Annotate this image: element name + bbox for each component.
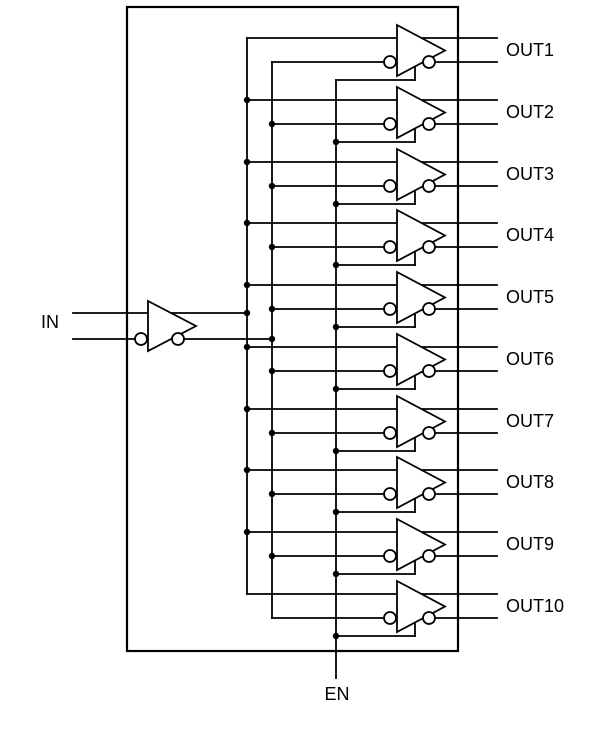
junction-dot [243,96,251,104]
output-buffer-8 [246,456,498,513]
output-label-6: OUT6 [506,349,554,369]
input-buffer [72,299,273,353]
output-buffer-2 [246,86,498,143]
output-buffer-6 [246,333,498,390]
output-label-7: OUT7 [506,411,554,431]
junction-dot [243,309,251,317]
junction-dot [332,323,340,331]
chip-boundary [125,5,460,653]
output-buffer-5 [246,271,498,328]
junction-dot [332,508,340,516]
junction-dot [332,385,340,393]
junction-dot [268,120,276,128]
pin-labels: IN EN OUT1 OUT2 OUT3 OUT4 OUT5 OUT6 OUT7… [41,40,564,704]
junction-dot [243,219,251,227]
junction-dot [268,335,276,343]
junction-dot [332,138,340,146]
output-buffer-3 [246,148,498,205]
output-label-2: OUT2 [506,102,554,122]
input-buffer-triangle [147,299,198,353]
junction-dot [332,570,340,578]
output-label-9: OUT9 [506,534,554,554]
junction-dot [332,200,340,208]
complement-bus-junction-dots [268,120,276,560]
output-label-5: OUT5 [506,287,554,307]
junction-dot [268,490,276,498]
true-bus-junction-dots [243,96,251,536]
junction-dot [332,632,340,640]
output-buffer-1 [246,24,498,81]
output-buffer-10 [246,580,498,637]
enable-label: EN [324,684,349,704]
input-label: IN [41,312,59,332]
enable-bus-junction-dots [332,138,340,640]
input-inverting-input-bubble [134,332,148,346]
output-buffer-9 [246,518,498,575]
junction-dot [268,367,276,375]
junction-dot [332,261,340,269]
junction-dot [268,552,276,560]
junction-dot [268,243,276,251]
output-buffer-4 [246,209,498,266]
junction-dot [243,158,251,166]
output-buffer-7 [246,395,498,452]
junction-dot [268,182,276,190]
junction-dot [243,466,251,474]
junction-dot [243,281,251,289]
output-label-3: OUT3 [506,164,554,184]
output-label-8: OUT8 [506,472,554,492]
junction-dot [268,305,276,313]
junction-dot [243,405,251,413]
output-label-1: OUT1 [506,40,554,60]
junction-dot [332,447,340,455]
junction-dot [243,343,251,351]
output-label-4: OUT4 [506,225,554,245]
junction-dot [268,429,276,437]
junction-dot [243,528,251,536]
input-inverting-output-bubble [171,332,185,346]
output-label-10: OUT10 [506,596,564,616]
